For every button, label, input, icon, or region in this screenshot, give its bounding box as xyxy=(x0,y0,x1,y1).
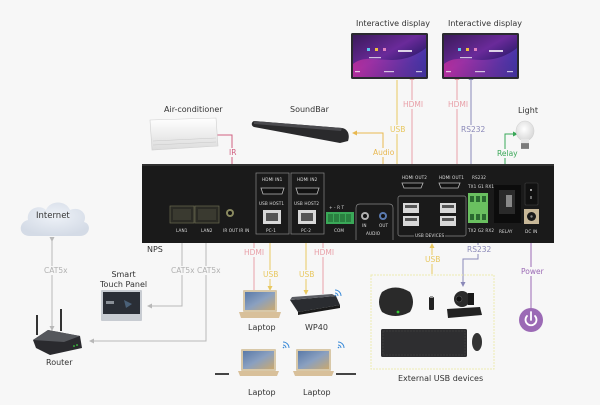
laptop-2-image xyxy=(215,349,279,376)
router-label: Router xyxy=(46,358,73,367)
laptop-2-label: Laptop xyxy=(248,388,276,397)
ir-connection-label: IR xyxy=(228,148,238,157)
pc2-label: PC-2 xyxy=(301,228,312,233)
speakerphone-image xyxy=(379,287,413,316)
touch-panel-label: Smart Touch Panel xyxy=(100,270,148,289)
audio-label: AUDIO xyxy=(365,231,382,236)
wifi-icon xyxy=(282,341,290,349)
usb-host1-label: USB HOST1 xyxy=(259,201,285,206)
hdmi-display2-connection-label: HDMI xyxy=(447,100,470,109)
relay-label: RELAY xyxy=(499,229,513,234)
rs232-camera-label: RS232 xyxy=(466,245,493,254)
hdmi-out2-port xyxy=(401,182,424,189)
laptop-1-label: Laptop xyxy=(248,323,276,332)
usb-external-label: USB xyxy=(424,255,442,264)
laptop-3-label: Laptop xyxy=(303,388,331,397)
cat5-lan2-label: CAT5x xyxy=(196,266,222,275)
internet-label: Internet xyxy=(36,211,70,221)
display-1-label: Interactive display xyxy=(356,19,431,28)
pc2-port-group xyxy=(290,172,325,235)
lan1-label: LAN1 xyxy=(176,228,188,233)
rs232-pins2-label: TX2 G2 RX2 xyxy=(468,228,495,233)
router-image xyxy=(33,309,82,355)
cat5-internet-label: CAT5x xyxy=(43,266,69,275)
interactive-display-2 xyxy=(442,33,519,79)
hdmi-out1-port xyxy=(438,182,461,189)
soundbar-image xyxy=(251,121,349,143)
audio-out-label: OUT xyxy=(379,223,389,228)
cat5-lan1-label: CAT5x xyxy=(170,266,196,275)
interactive-display-1 xyxy=(351,33,428,79)
wifi-icon xyxy=(337,341,345,349)
com-pins-label: + - R T xyxy=(329,205,345,210)
light-bulb-image xyxy=(515,120,535,149)
rs232-top-label: RS232 xyxy=(472,175,487,180)
power-switch[interactable] xyxy=(524,182,539,206)
usb-devices-label: USB DEVICES xyxy=(414,233,446,238)
hdmi-in1-label: HDMI IN1 xyxy=(262,177,283,182)
wifi-icon xyxy=(334,289,342,297)
hdmi-in1-port xyxy=(260,187,285,195)
ir-out-label: IR OUT xyxy=(223,228,238,233)
ir-in-label: IR IN xyxy=(239,228,250,233)
dc-in-label: DC IN xyxy=(525,229,538,234)
wp40-label: WP40 xyxy=(305,323,328,332)
usb-dongle-image xyxy=(429,296,434,310)
hub-name-label: NPS xyxy=(147,245,163,254)
hdmi-display1-connection-label: HDMI xyxy=(402,100,425,109)
laptop-3-image xyxy=(293,349,356,376)
internet-cloud xyxy=(20,202,89,236)
hdmi-in2-port xyxy=(295,187,320,195)
audio-in-label: IN xyxy=(362,223,367,228)
hdmi-in2-label: HDMI IN2 xyxy=(297,177,318,182)
relay-connection-label: Relay xyxy=(496,149,519,158)
usb-pc1-label: USB xyxy=(262,270,280,279)
display-2-label: Interactive display xyxy=(448,19,523,28)
power-connection-label: Power xyxy=(520,267,545,276)
power-icon xyxy=(519,308,543,332)
rs232-display-connection-label: RS232 xyxy=(460,125,487,134)
keyboard-image xyxy=(381,329,467,357)
aircon-label: Air-conditioner xyxy=(164,105,223,114)
rs232-pins1-label: TX1 G1 RX1 xyxy=(468,184,495,189)
external-usb-devices-group xyxy=(370,274,495,370)
air-conditioner-image xyxy=(149,117,219,151)
cat5-lan1-line xyxy=(147,237,183,309)
ptz-camera-image xyxy=(447,291,482,318)
hdmi-pc2-label: HDMI xyxy=(313,248,336,257)
pc1-label: PC-1 xyxy=(266,228,277,233)
hdmi-out1-label: HDMI OUT1 xyxy=(439,175,465,180)
usb-pc2-label: USB xyxy=(298,270,316,279)
laptop-1-image xyxy=(239,290,281,318)
usb-display-connection-label: USB xyxy=(389,125,407,134)
nps-hub-device xyxy=(142,164,554,243)
usb-host2-label: USB HOST2 xyxy=(294,201,320,206)
hdmi-out2-label: HDMI OUT2 xyxy=(402,175,428,180)
mouse-image xyxy=(472,333,482,351)
audio-port-group xyxy=(355,203,394,240)
lan2-label: LAN2 xyxy=(201,228,213,233)
smart-touch-panel-image xyxy=(101,290,142,321)
soundbar-label: SoundBar xyxy=(290,105,329,114)
hdmi-pc1-label: HDMI xyxy=(243,248,266,257)
pc1-port-group xyxy=(255,172,290,235)
wp40-image xyxy=(290,294,340,315)
light-label: Light xyxy=(518,106,538,115)
com-label: COM xyxy=(334,228,345,233)
external-usb-label: External USB devices xyxy=(398,374,484,383)
audio-connection-label: Audio xyxy=(372,148,396,157)
